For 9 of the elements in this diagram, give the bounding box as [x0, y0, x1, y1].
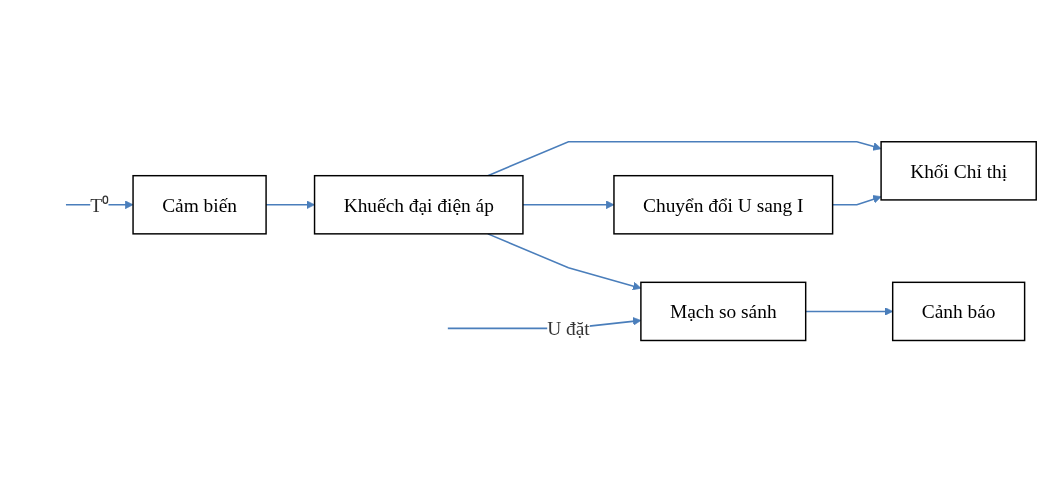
- node-box: Chuyển đổi U sang I: [613, 175, 834, 235]
- node-box: Khối Chỉ thị: [880, 141, 1037, 201]
- edge-label: U đặt: [547, 317, 590, 340]
- node-box: Mạch so sánh: [640, 281, 807, 342]
- node-box: Cảnh báo: [891, 281, 1026, 342]
- node-box: Cảm biến: [132, 175, 267, 235]
- arrow: [487, 141, 882, 177]
- node-box: Khuếch đại điện áp: [313, 175, 524, 235]
- edge-label: T⁰: [90, 194, 109, 216]
